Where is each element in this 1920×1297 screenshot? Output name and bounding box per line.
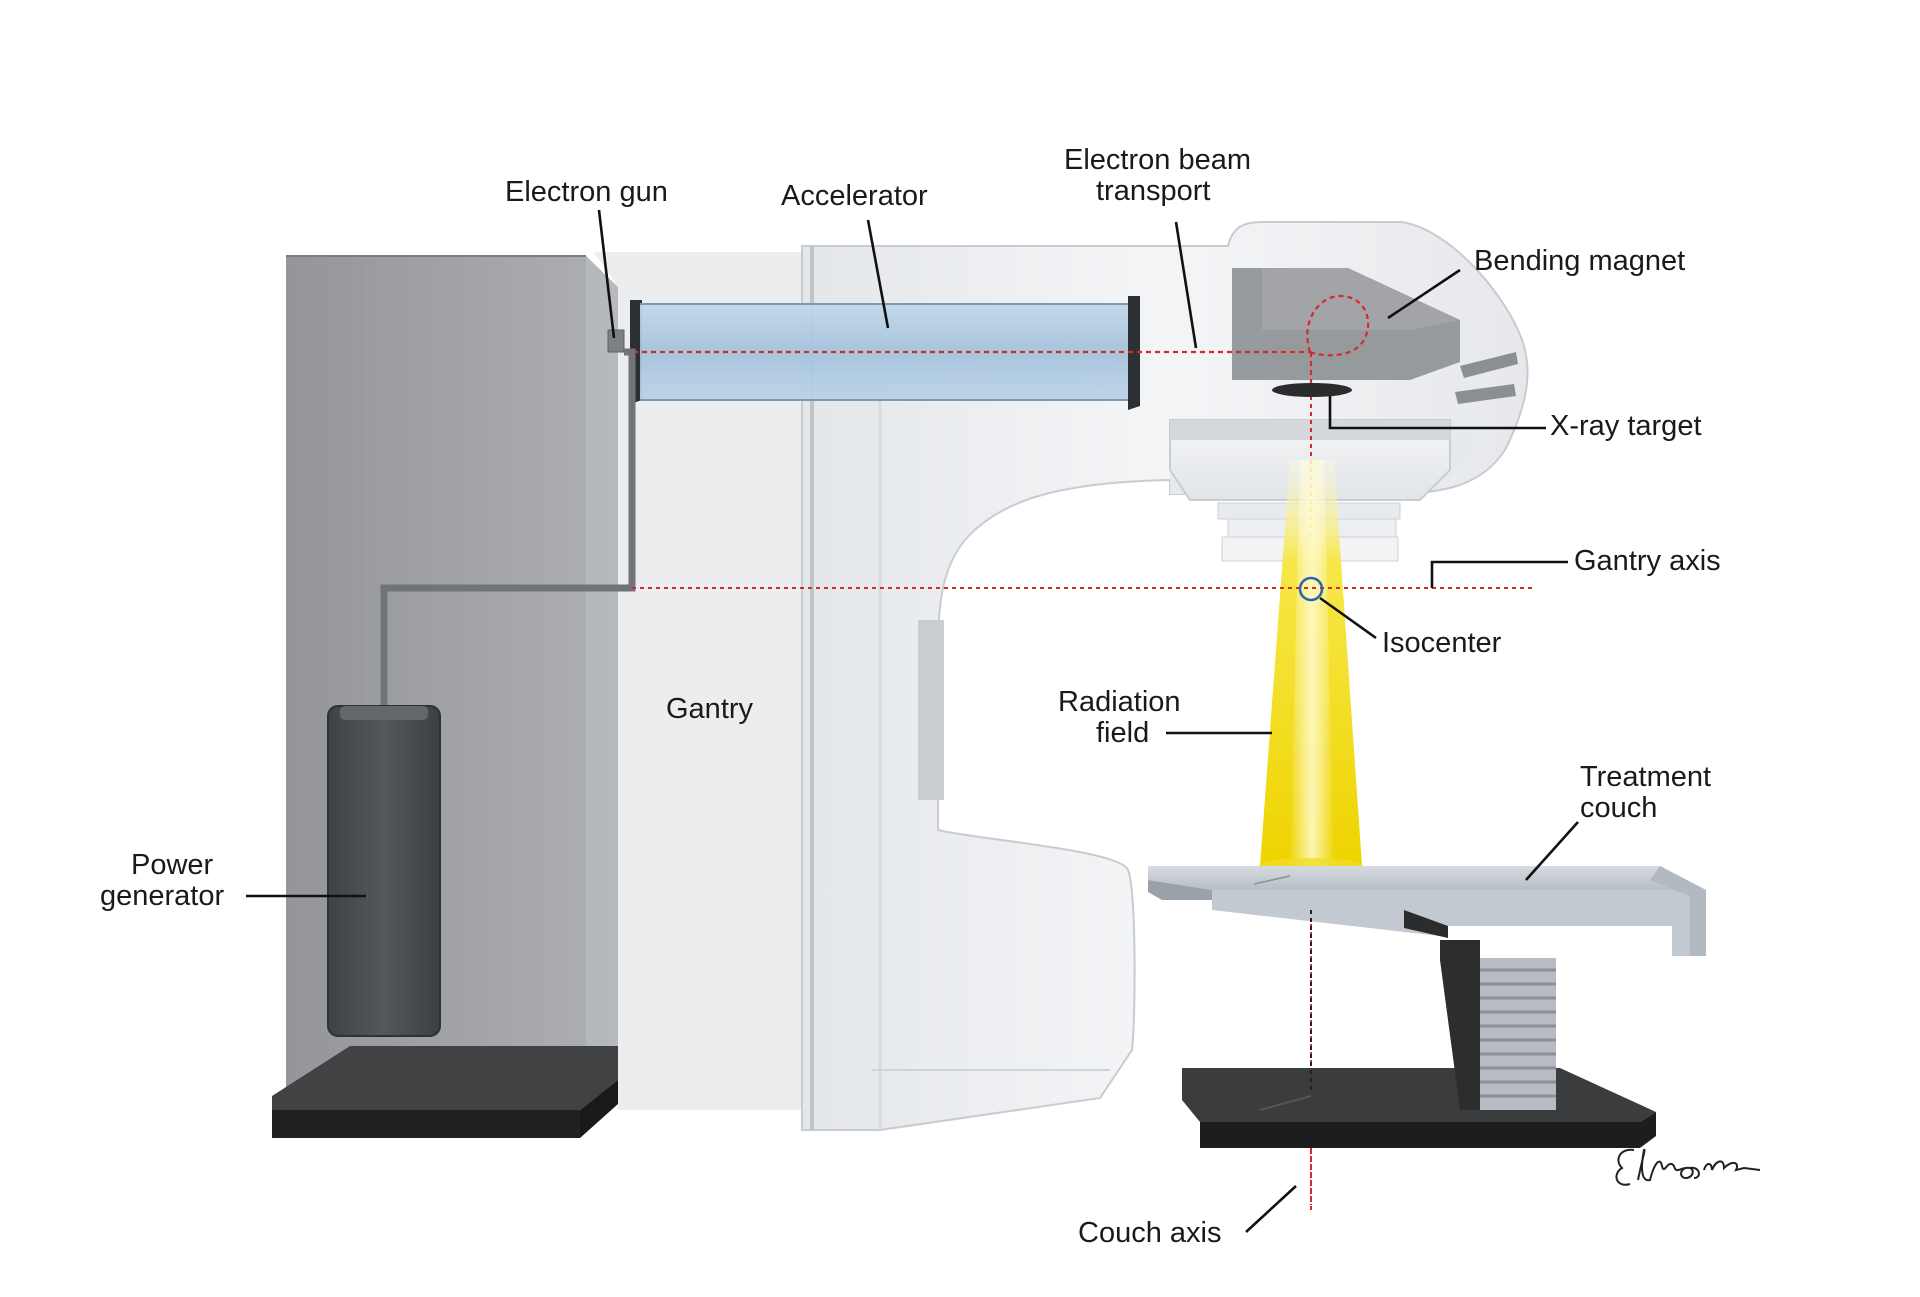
label-power-generator-line1: Power (131, 849, 214, 881)
isocenter-marker (1298, 576, 1324, 602)
label-treatment-couch-line1: Treatment (1580, 761, 1711, 793)
label-xray-target: X-ray target (1550, 410, 1702, 442)
label-electron-gun: Electron gun (505, 176, 668, 208)
label-gantry-axis: Gantry axis (1574, 545, 1721, 577)
couch-base (1182, 1068, 1656, 1148)
label-electron-beam-transport-line1: Electron beam (1064, 144, 1251, 176)
leader-lines (246, 209, 1579, 1233)
label-power-generator-line2: generator (100, 880, 224, 912)
label-accelerator: Accelerator (781, 180, 928, 212)
label-treatment-couch-line2: couch (1580, 792, 1657, 824)
label-radiation-field-line2: field (1096, 717, 1149, 749)
cabinet-base (272, 1046, 618, 1138)
couch-lift (1440, 940, 1556, 1110)
label-gantry: Gantry (666, 693, 754, 725)
xray-target (1272, 383, 1352, 397)
couch-top (1148, 866, 1706, 956)
label-isocenter: Isocenter (1382, 627, 1502, 659)
label-bending-magnet: Bending magnet (1474, 245, 1685, 277)
power-generator (327, 705, 441, 1037)
artist-signature (1615, 1148, 1761, 1186)
labels: Electron gun Accelerator Electron beam t… (100, 144, 1721, 1249)
label-electron-beam-transport-line2: transport (1096, 175, 1210, 207)
label-couch-axis: Couch axis (1078, 1217, 1221, 1249)
label-radiation-field-line1: Radiation (1058, 686, 1181, 718)
